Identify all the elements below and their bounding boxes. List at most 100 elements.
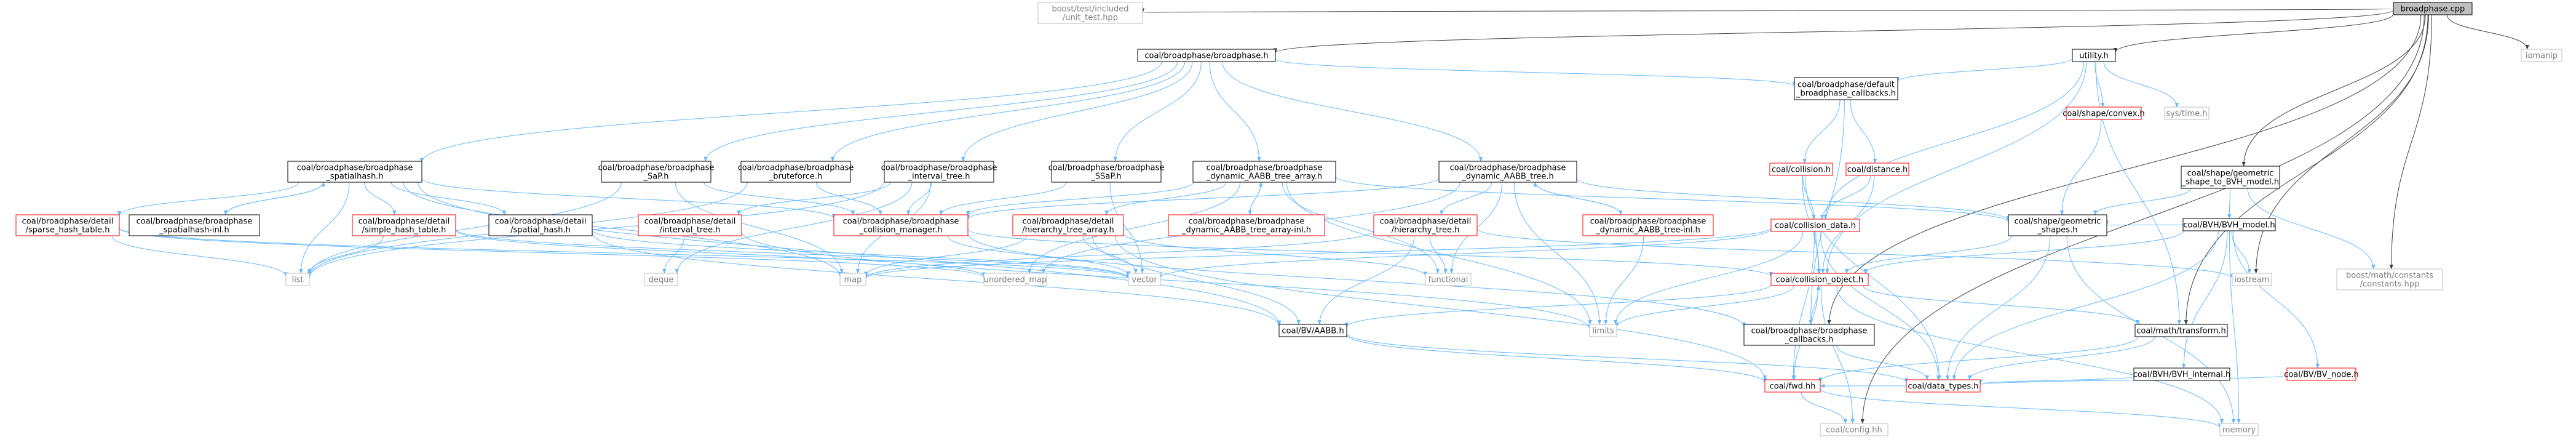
node-bp-sap[interactable]: coal/broadphase/broadphase_SaP.h [598, 161, 715, 183]
edge-broadphase_cpp-to-shape_to_bvh [2241, 14, 2426, 167]
edge-bv_aabb-to-data_types [1346, 333, 1909, 383]
edge-shape_to_bvh-to-shape_geom [2093, 188, 2191, 215]
edge-bp_dyn_array-to-unordered_map [1027, 182, 1241, 274]
node-det-hier[interactable]: coal/broadphase/detail/hierarchy_tree.h [1373, 214, 1478, 236]
node-box [2181, 166, 2280, 189]
node-distance-h[interactable]: coal/distance.h [1845, 162, 1909, 176]
node-label: coal/data_types.h [1908, 382, 1978, 391]
node-box [2134, 324, 2228, 337]
node-label: unordered_map [984, 276, 1047, 285]
node-shape-geom[interactable]: coal/shape/geometric_shapes.h [2008, 214, 2107, 236]
node-shape-convex[interactable]: coal/shape/convex.h [2063, 106, 2145, 120]
node-sh-inl[interactable]: coal/broadphase/broadphase_spatialhash-i… [129, 214, 260, 236]
node-box [1906, 379, 1981, 393]
edge-fwd_hh-to-config_hh [1801, 391, 1848, 424]
node-label: coal/broadphase/broadphase [1207, 164, 1323, 173]
node-bp-dyn-tree[interactable]: coal/broadphase/broadphase_dynamic_AABB_… [1438, 161, 1577, 183]
edge-bvh_internal-to-data_types [1978, 376, 2134, 385]
node-bv-aabb[interactable]: coal/BV/AABB.h [1278, 324, 1347, 337]
node-label: _dynamic_AABB_tree-inl.h [1595, 226, 1700, 235]
node-bvh-internal[interactable]: coal/BVH/BVH_internal.h [2133, 367, 2231, 381]
edge-bp_dyn_array-to-shape_geom [1335, 176, 2010, 223]
node-label: /hierarchy_tree.h [1392, 226, 1460, 235]
edge-bp_dyn_array-to-limits [1286, 182, 1592, 325]
node-fwd-hh[interactable]: coal/fwd.hh [1764, 379, 1821, 393]
edge-distance_h-to-collision_data [1820, 175, 1871, 220]
node-data-types[interactable]: coal/data_types.h [1906, 379, 1981, 393]
node-bp-bruteforce[interactable]: coal/broadphase/broadphase_bruteforce.h [738, 161, 854, 183]
node-collision-h[interactable]: coal/collision.h [1769, 162, 1833, 176]
edge-det_hier-to-iostream [1476, 228, 2234, 279]
node-math-transform[interactable]: coal/math/transform.h [2134, 324, 2228, 337]
node-dyn-tree-inl[interactable]: coal/broadphase/broadphase_dynamic_AABB_… [1582, 214, 1714, 236]
node-bp-callbacks[interactable]: coal/broadphase/broadphase_callbacks.h [1743, 324, 1875, 346]
edge-bp_spatialhash-to-det_spatial [390, 182, 507, 215]
edge-broadphase_cpp-to-math_transform [2184, 14, 2428, 325]
node-det-hier-array[interactable]: coal/broadphase/detail/hierarchy_tree_ar… [1012, 214, 1124, 236]
node-box [1438, 161, 1577, 183]
node-label: boost/test/included [1052, 5, 1128, 14]
edge-bp_h-to-default_cb [1275, 58, 1796, 87]
node-label: coal/broadphase/broadphase [881, 164, 997, 173]
node-box [1743, 324, 1875, 346]
node-shape-to-bvh[interactable]: coal/shape/geometric_shape_to_BVH_model.… [2181, 166, 2280, 189]
edge-dyn_tree_inl-to-limits [1604, 235, 1644, 325]
edge-bvh_model-to-bv_node [2232, 230, 2320, 369]
node-label: _shapes.h [2037, 226, 2078, 235]
node-bp-interval[interactable]: coal/broadphase/broadphase_interval_tree… [881, 161, 997, 183]
node-label: /interval_tree.h [660, 226, 721, 235]
node-utility-h[interactable]: utility.h [2072, 49, 2116, 62]
edge-bp_sap-to-map [675, 182, 844, 274]
node-box [1051, 161, 1162, 183]
node-label: functional [1429, 276, 1468, 285]
node-box [1168, 214, 1325, 236]
node-box [638, 214, 742, 236]
node-broadphase-cpp[interactable]: broadphase.cpp [2393, 2, 2473, 15]
node-bv-node[interactable]: coal/BV/BV_node.h [2284, 367, 2359, 381]
node-label: /sparse_hash_table.h [25, 226, 109, 235]
edge-broadphase_cpp-to-iostream [2254, 14, 2429, 274]
edge-bp_h-to-bp_dyn_array [1209, 61, 1261, 162]
edge-det_hier-to-bv_aabb [1317, 235, 1415, 325]
node-det-sparse[interactable]: coal/broadphase/detail/sparse_hash_table… [15, 214, 120, 236]
node-bp-ssap[interactable]: coal/broadphase/broadphase_SSaP.h [1048, 161, 1165, 183]
node-det-simple[interactable]: coal/broadphase/detail/simple_hash_table… [352, 214, 456, 236]
node-bp-spatialhash[interactable]: coal/broadphase/broadphase_spatialhash.h [287, 161, 422, 183]
node-collision-mgr[interactable]: coal/broadphase/broadphase_collision_man… [833, 214, 969, 236]
edge-bp_dyn_tree-to-limits [1513, 182, 1602, 325]
node-collision-data[interactable]: coal/collision_data.h [1770, 218, 1860, 232]
node-label: coal/broadphase/broadphase [137, 217, 253, 227]
node-collision-object[interactable]: coal/collision_object.h [1770, 273, 1869, 286]
node-label: coal/broadphase/detail [495, 217, 587, 227]
node-label: coal/broadphase/broadphase [1189, 217, 1305, 227]
node-bp-h[interactable]: coal/broadphase/broadphase.h [1137, 49, 1276, 62]
edge-collision_h-to-data_types [1805, 175, 1941, 380]
node-box [1278, 324, 1347, 337]
node-label: _callbacks.h [1785, 335, 1834, 345]
edge-collision_data-to-vector [1158, 228, 1772, 279]
node-box [2008, 214, 2107, 236]
node-box [884, 161, 994, 183]
edge-default_cb-to-collision_h [1802, 99, 1841, 164]
edge-utility_h-to-default_cb [1895, 58, 2073, 82]
node-vector: vector [1128, 273, 1161, 286]
node-bp-dyn-array[interactable]: coal/broadphase/broadphase_dynamic_AABB_… [1192, 161, 1336, 183]
edge-bp_dyn_tree-to-shape_geom [1576, 178, 2011, 222]
node-box [287, 161, 422, 183]
node-label: _bruteforce.h [769, 172, 823, 182]
edge-bp_interval-to-deque [675, 182, 913, 274]
node-det-spatial[interactable]: coal/broadphase/detail/spatial_hash.h [488, 214, 593, 236]
node-dyn-array-inl[interactable]: coal/broadphase/broadphase_dynamic_AABB_… [1168, 214, 1325, 236]
node-det-interval[interactable]: coal/broadphase/detail/interval_tree.h [638, 214, 742, 236]
node-functional: functional [1425, 273, 1472, 286]
node-label: coal/fwd.hh [1770, 382, 1816, 391]
node-bvh-model[interactable]: coal/BVH/BVH_model.h [2182, 218, 2276, 231]
node-label: deque [649, 276, 674, 285]
node-box [1794, 77, 1898, 100]
edge-bvh_model-to-memory [2229, 230, 2241, 424]
node-label: list [291, 276, 303, 285]
node-box [2164, 106, 2209, 120]
node-default-cb[interactable]: coal/broadphase/default_broadphase_callb… [1794, 77, 1898, 100]
edge-collision_data-to-fwd_hh [1791, 231, 1815, 380]
